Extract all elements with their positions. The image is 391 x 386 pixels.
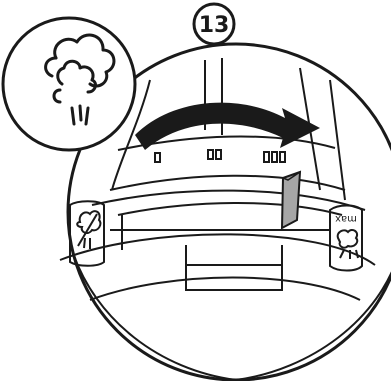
max-label: max bbox=[335, 213, 357, 224]
no-steam-icon bbox=[69, 200, 105, 267]
dial-markers bbox=[154, 149, 286, 163]
step-number: 13 bbox=[199, 13, 230, 38]
steam-cloud-icon bbox=[44, 33, 116, 126]
step-badge: 13 bbox=[192, 2, 236, 46]
max-steam-icon bbox=[329, 204, 363, 272]
steam-slider-knob bbox=[280, 170, 302, 230]
rotate-right-arrow bbox=[135, 102, 320, 150]
